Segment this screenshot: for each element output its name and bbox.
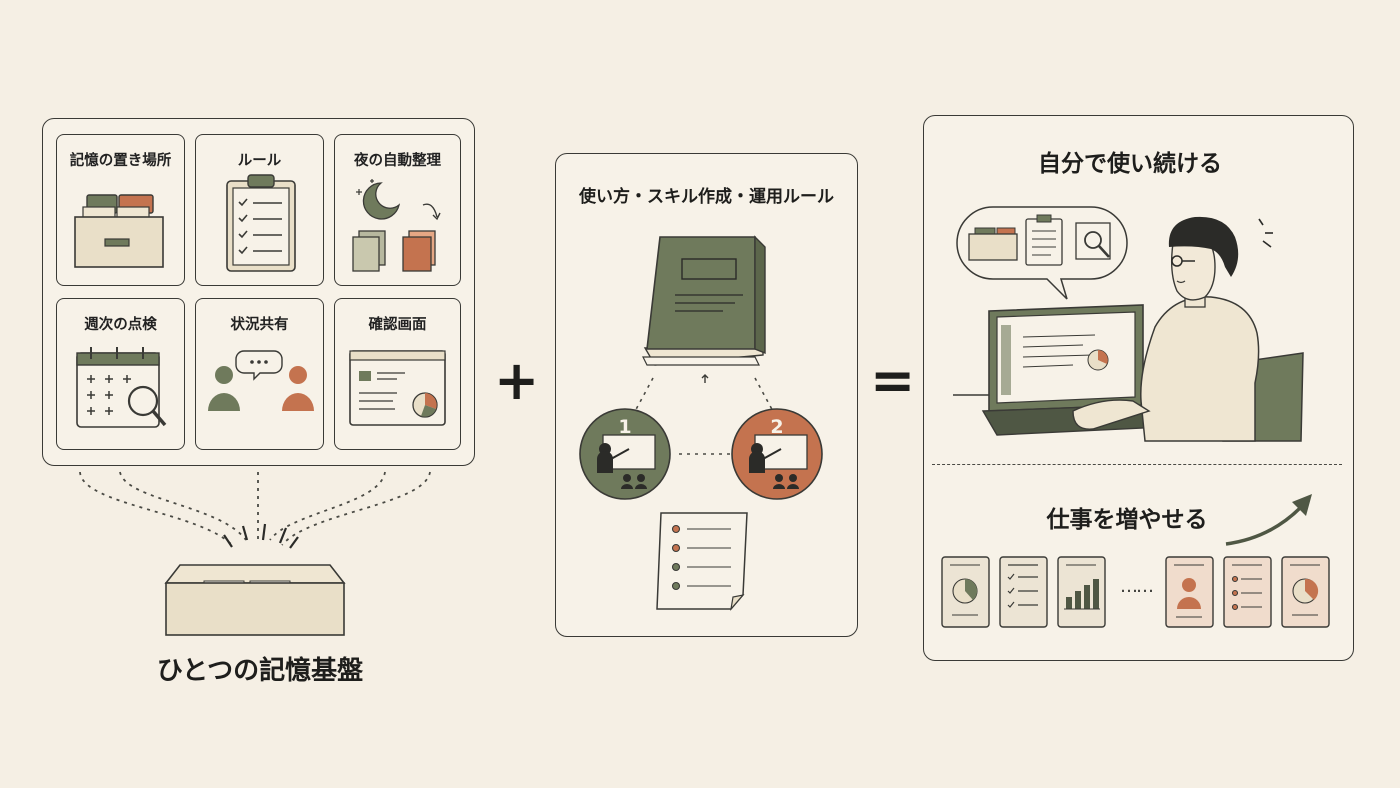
- card-label: 記憶の置き場所: [69, 153, 172, 169]
- person-report-icon: [1165, 556, 1214, 628]
- grow-work-title: 仕事を増やせる: [1046, 507, 1208, 533]
- card-nightly-organize: 夜の自動整理: [334, 134, 461, 286]
- pie-report-icon: [941, 556, 990, 628]
- card-status-sharing: 状況共有: [195, 298, 324, 450]
- bar-report-icon: [1057, 556, 1106, 628]
- usage-guide-illustration: [579, 235, 823, 612]
- card-label: 確認画面: [368, 317, 427, 333]
- card-label: 状況共有: [230, 317, 289, 333]
- plus-operator: +: [494, 349, 540, 412]
- outcome-divider: [932, 464, 1342, 465]
- growth-arrow-icon: [1225, 494, 1312, 546]
- step-1-presenter-icon: [579, 408, 671, 500]
- memory-tray-icon: [164, 564, 346, 636]
- card-rules: ルール: [195, 134, 324, 286]
- usage-guide-title: 使い方・スキル作成・運用ルール: [579, 187, 834, 207]
- step-2-number: 2: [770, 416, 784, 438]
- step-2-presenter-icon: [731, 408, 823, 500]
- card-confirmation-screen: 確認画面: [334, 298, 461, 450]
- card-label: 夜の自動整理: [354, 153, 441, 169]
- person-at-laptop-illustration: [953, 206, 1304, 442]
- equals-operator: =: [870, 349, 916, 412]
- card-label: 週次の点検: [84, 317, 157, 333]
- clipboard-checklist-icon: [226, 174, 296, 272]
- calendar-magnifier-icon: [76, 347, 167, 428]
- pie-report-orange-icon: [1281, 556, 1330, 628]
- dashboard-screen-icon: [349, 350, 446, 426]
- card-weekly-inspection: 週次の点検: [56, 298, 185, 450]
- card-memory-storage: 記憶の置き場所: [56, 134, 185, 286]
- more-documents-ellipsis: ……: [1120, 576, 1154, 597]
- card-label: ルール: [237, 153, 282, 169]
- list-report-icon: [1223, 556, 1272, 628]
- keep-using-title: 自分で使い続ける: [1038, 151, 1222, 177]
- checklist-report-icon: [999, 556, 1048, 628]
- people-chat-icon: [208, 350, 314, 411]
- procedure-checklist-icon: [656, 512, 748, 612]
- step-1-number: 1: [618, 416, 632, 438]
- memory-foundation-caption: ひとつの記憶基盤: [156, 656, 364, 686]
- manual-book-icon: [642, 235, 766, 366]
- storage-box-icon: [74, 194, 164, 268]
- moon-files-icon: [352, 179, 441, 272]
- outcome-documents-row: [941, 556, 1330, 628]
